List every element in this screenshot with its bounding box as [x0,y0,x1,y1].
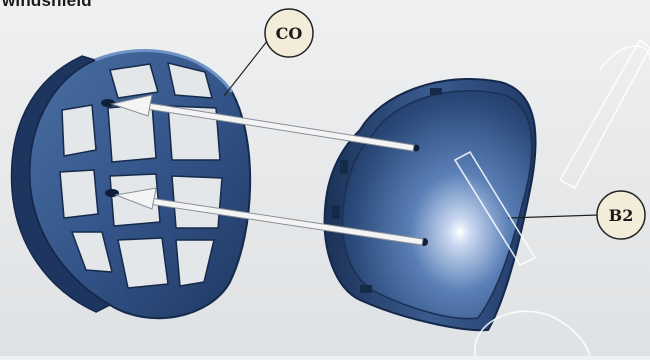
callout-b2-circle [596,190,646,240]
watermark [453,38,650,357]
cage-frame-part [10,49,252,320]
assembly-arrows [110,94,424,246]
callout-b2-leader [507,214,599,219]
dome-windshield-part [323,77,537,332]
callout-b2-label: B2 [609,206,634,225]
callout-co-label: CO [276,24,303,43]
arrow-upper [110,94,415,152]
arrow-lower [114,187,424,246]
callout-co-circle [264,8,314,58]
callout-b2: B2 [507,190,646,240]
diagram-title: windshield [2,0,92,10]
callout-co-leader [223,39,269,97]
callout-co: CO [223,8,314,97]
